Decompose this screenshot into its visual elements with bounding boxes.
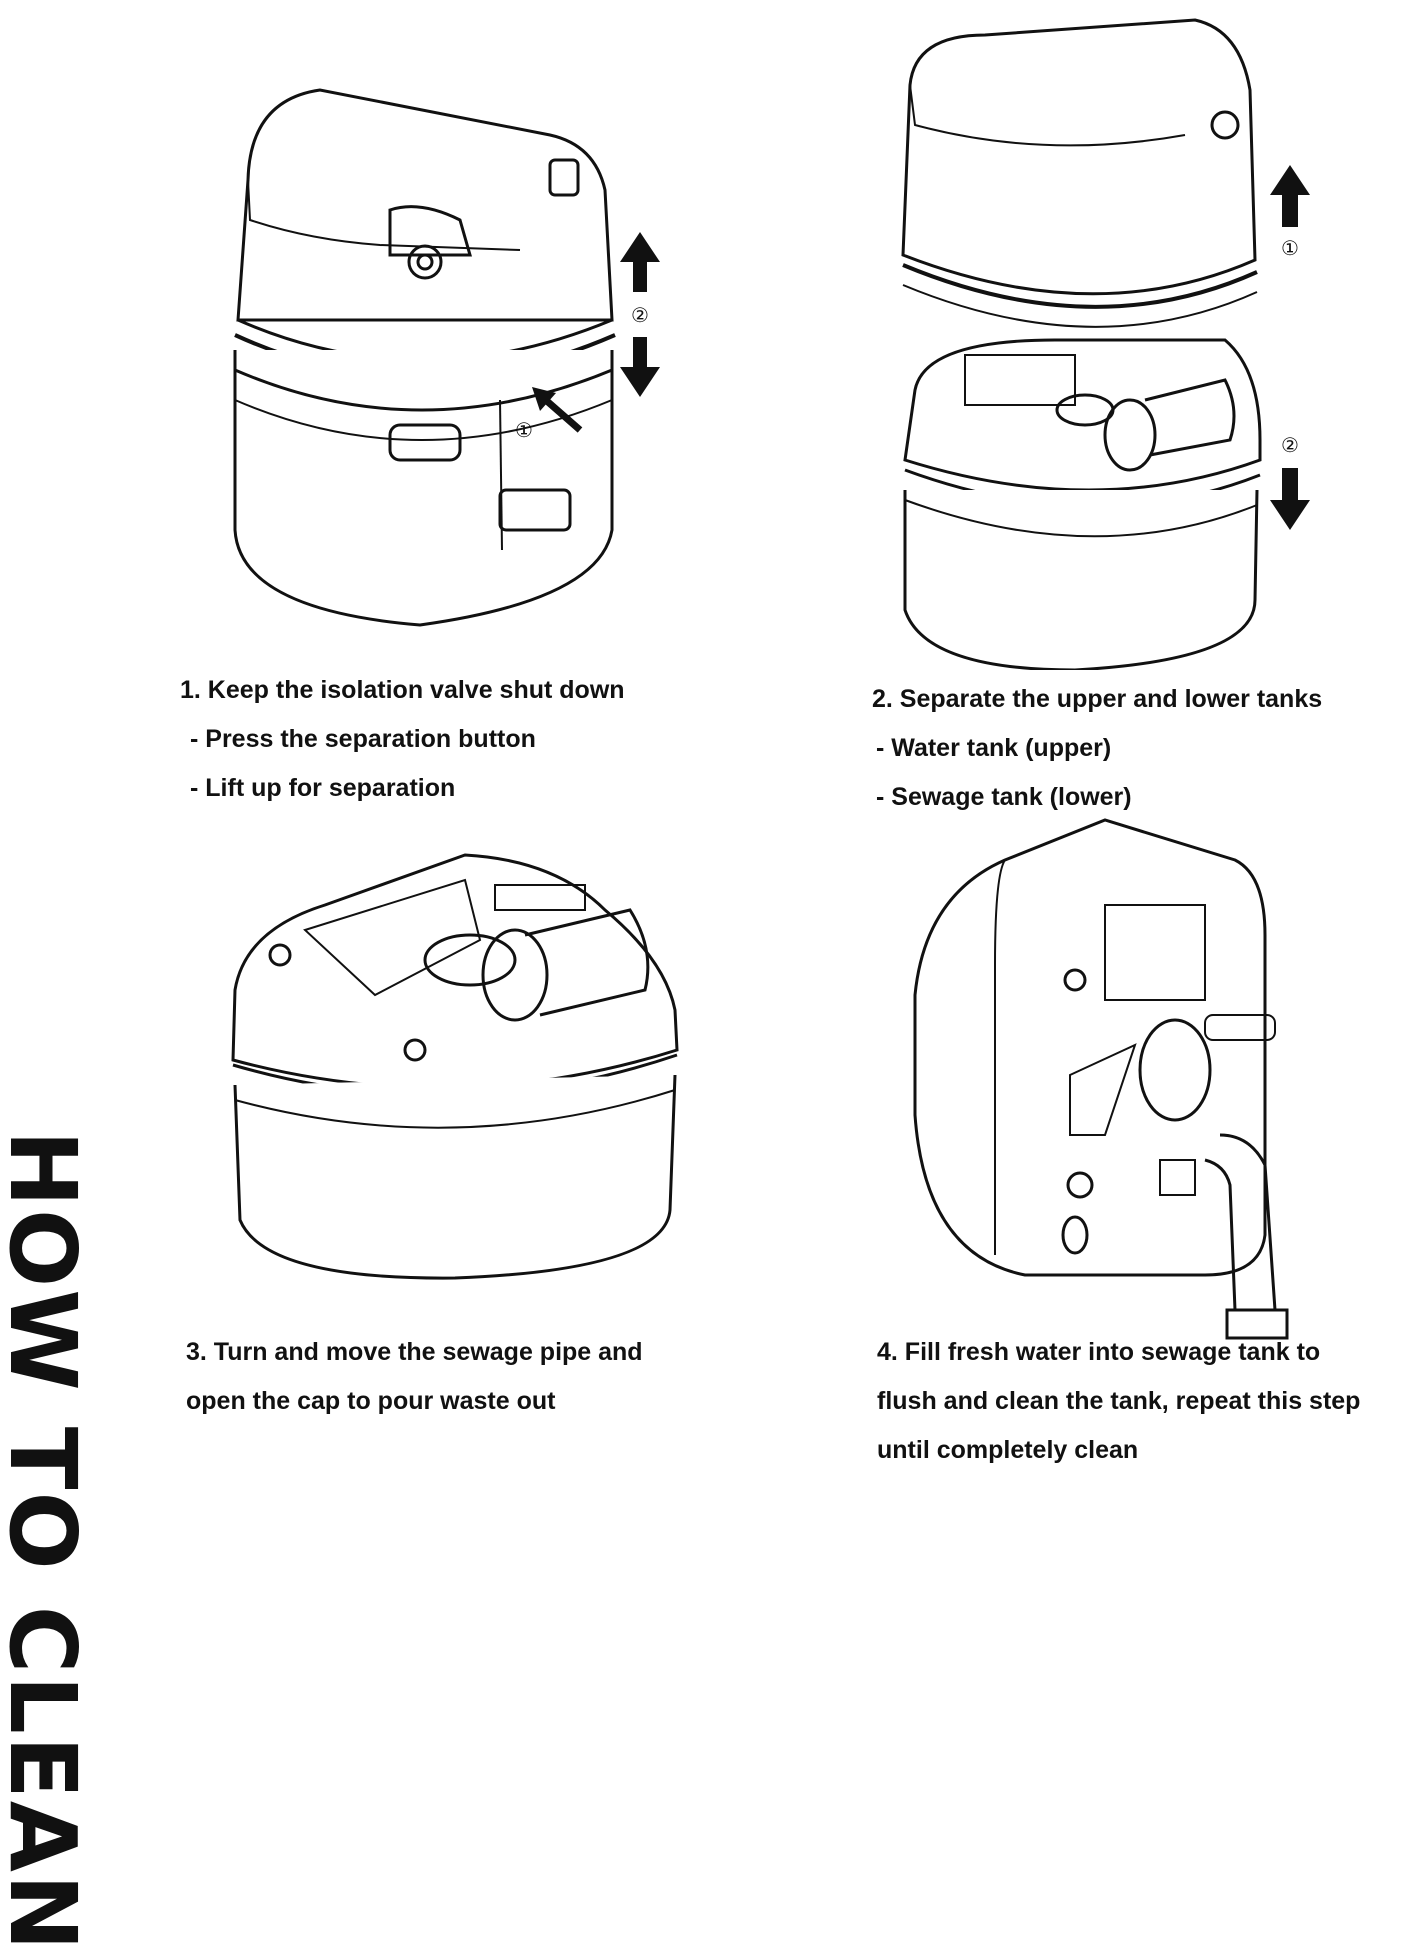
step-2-line-1: 2. Separate the upper and lower tanks: [872, 685, 1323, 713]
marker-two: ②: [631, 303, 649, 327]
step-4-instructions: 4. Fill fresh water into sewage tank to …: [877, 1328, 1360, 1475]
illustration-flush-tank: [905, 815, 1290, 1345]
step-4-line-2: flush and clean the tank, repeat this st…: [877, 1387, 1361, 1415]
step-1-line-1: 1. Keep the isolation valve shut down: [180, 676, 625, 704]
illustration-assembled-toilet: [220, 70, 680, 630]
down-arrow-icon: ②: [1268, 430, 1313, 535]
press-arrow-icon: ①: [510, 385, 590, 445]
page-title: HOW TO CLEAN: [0, 1130, 96, 1953]
step-2-line-3: - Sewage tank (lower): [876, 783, 1132, 811]
illustration-sewage-tank-pipe: [225, 850, 685, 1280]
illustration-separated-tanks: [895, 10, 1275, 670]
marker-two-lower: ②: [1281, 433, 1299, 457]
up-down-arrow-icon: ②: [615, 232, 665, 397]
up-arrow-icon: ①: [1268, 165, 1313, 265]
step-1-instructions: 1. Keep the isolation valve shut down - …: [180, 666, 625, 813]
step-1-line-2: - Press the separation button: [190, 725, 536, 753]
marker-one-upper: ①: [1281, 236, 1299, 260]
step-3-line-1: 3. Turn and move the sewage pipe and: [186, 1338, 643, 1366]
step-4-line-1: 4. Fill fresh water into sewage tank to: [877, 1338, 1321, 1366]
step-2-instructions: 2. Separate the upper and lower tanks - …: [872, 675, 1322, 822]
marker-one: ①: [515, 418, 533, 442]
step-2-line-2: - Water tank (upper): [876, 734, 1112, 762]
step-1-line-3: - Lift up for separation: [190, 774, 456, 802]
step-4-line-3: until completely clean: [877, 1436, 1139, 1464]
step-3-line-2: open the cap to pour waste out: [186, 1387, 556, 1415]
step-3-instructions: 3. Turn and move the sewage pipe and ope…: [186, 1328, 643, 1426]
